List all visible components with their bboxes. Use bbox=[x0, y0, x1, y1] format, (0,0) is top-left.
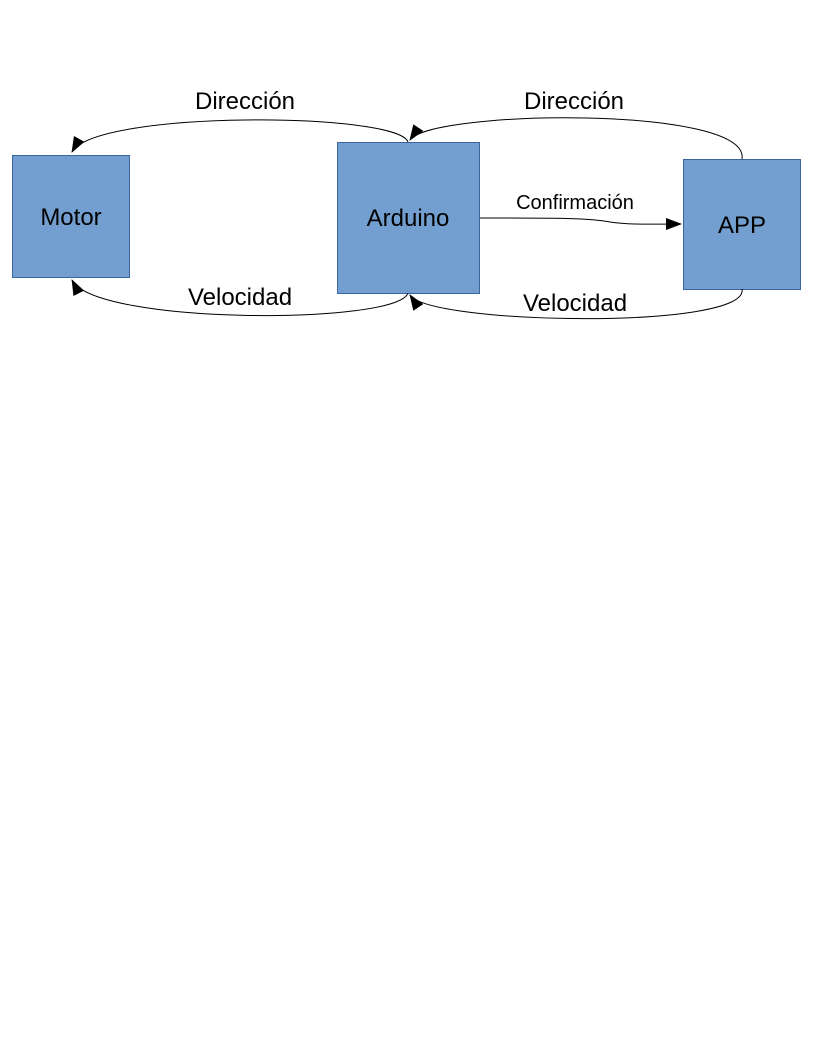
arduino-label: Arduino bbox=[367, 205, 450, 232]
edge-arduino-to-motor-speed: Velocidad bbox=[71, 279, 409, 317]
edge-app-to-arduino-direction-label: Dirección bbox=[524, 88, 624, 115]
edge-arduino-to-motor-direction: Dirección bbox=[71, 88, 409, 153]
edge-arduino-to-motor-direction-line bbox=[71, 119, 409, 153]
edge-app-to-arduino-direction-line bbox=[409, 117, 743, 160]
motor-box bbox=[12, 155, 130, 278]
app-box bbox=[683, 159, 801, 290]
edge-app-to-arduino-direction: Dirección bbox=[409, 88, 743, 160]
edge-arduino-to-motor-direction-label: Dirección bbox=[195, 88, 295, 115]
edge-arduino-to-app-confirmation: Confirmación bbox=[479, 192, 682, 231]
arduino-box bbox=[337, 142, 480, 294]
app-label: APP bbox=[718, 212, 766, 239]
edge-arduino-to-app-confirmation-line bbox=[479, 217, 682, 231]
edge-app-to-arduino-speed-label: Velocidad bbox=[523, 290, 627, 317]
node-app: APP bbox=[683, 159, 801, 290]
edge-app-to-arduino-speed: Velocidad bbox=[409, 288, 743, 320]
edge-app-to-arduino-speed-line bbox=[409, 288, 743, 320]
node-arduino: Arduino bbox=[337, 142, 480, 294]
motor-label: Motor bbox=[40, 204, 101, 231]
node-motor: Motor bbox=[12, 155, 130, 278]
edge-arduino-to-motor-speed-label: Velocidad bbox=[188, 284, 292, 311]
edge-arduino-to-app-confirmation-label: Confirmación bbox=[516, 192, 634, 214]
edge-arduino-to-motor-speed-line bbox=[71, 279, 409, 317]
